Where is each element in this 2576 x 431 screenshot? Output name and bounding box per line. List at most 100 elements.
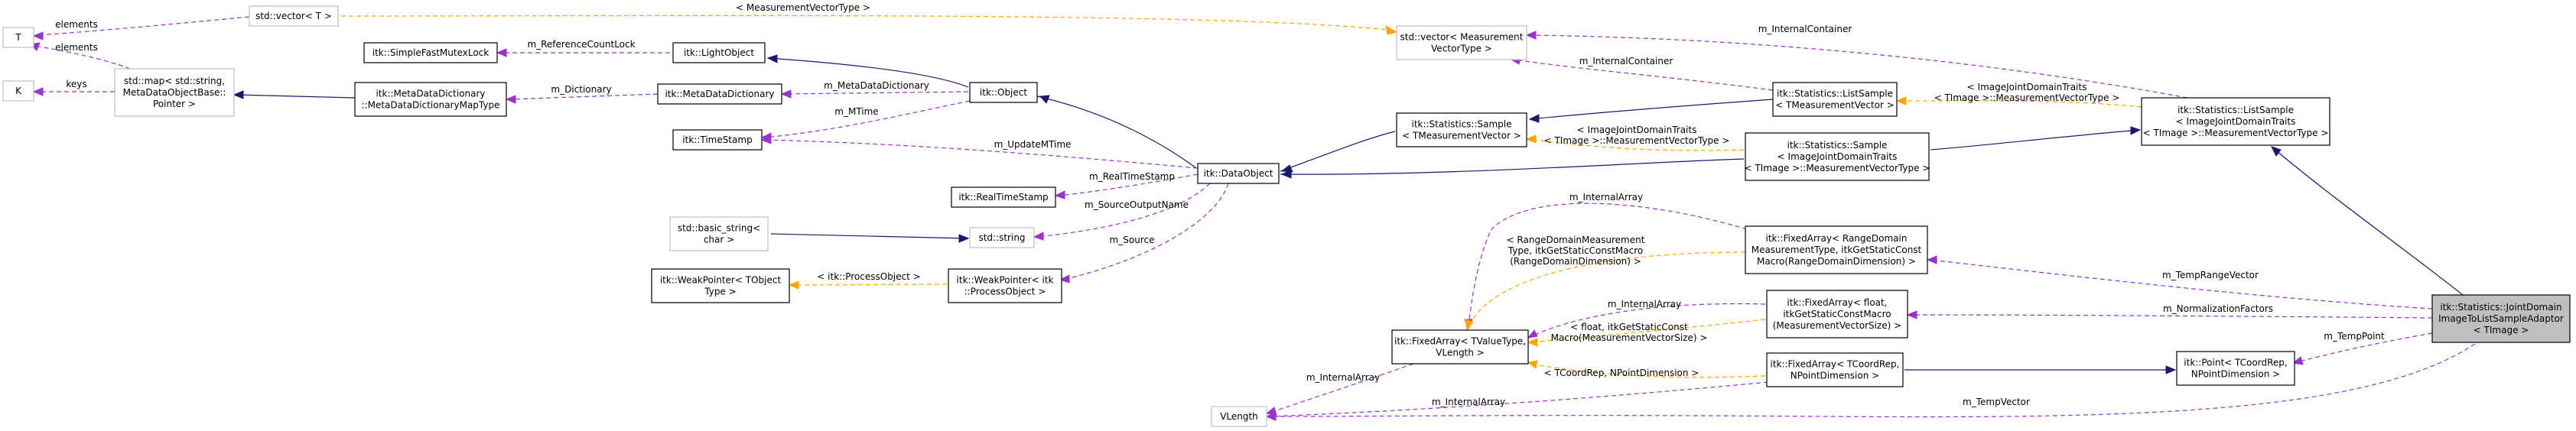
edge-label-line: m_InternalArray [1569,192,1643,203]
node-label: itk::MetaDataDictionary [665,89,774,99]
class-node-light[interactable]: itk::LightObject [672,42,766,63]
edge-label-line: m_NormalizationFactors [2163,303,2273,314]
edge-label: m_InternalArray [1569,192,1643,203]
node-label: < TMeasurementVector > [1775,100,1895,111]
edge-ts-obj: m_MTime [760,100,971,141]
node-label: itkGetStaticConstMacro [1783,309,1891,319]
edge-line [1062,183,1229,280]
class-node-fafloat[interactable]: itk::FixedArray< float,itkGetStaticConst… [1766,290,1908,339]
node-label: itk::Statistics::Sample [1411,119,1511,130]
node-label: (MeasurementVectorSize) > [1773,320,1902,331]
class-node-vlen[interactable]: VLength [1211,406,1267,427]
node-label: < TImage >::MeasurementVectorType > [1745,163,1930,173]
class-node-bstr[interactable]: std::basic_string<char > [669,216,769,251]
class-node-dobj[interactable]: itk::DataObject [1197,163,1280,184]
node-label: itk::Statistics::ListSample [2178,105,2294,115]
node-box [1745,132,1930,181]
edge-line [1036,183,1211,238]
node-box [1396,112,1527,147]
class-node-mdd[interactable]: itk::MetaDataDictionary::MetaDataDiction… [354,82,507,117]
node-label: < TMeasurementVector > [1402,131,1521,141]
class-node-map[interactable]: std::map< std::string,MetaDataObjectBase… [114,68,235,117]
edge-arrowhead [2130,126,2142,135]
node-box [2,80,34,102]
class-node-rts[interactable]: itk::RealTimeStamp [951,186,1056,208]
edge-label: m_UpdateMTime [994,139,1072,150]
class-node-obj[interactable]: itk::Object [969,82,1038,103]
class-node-sampI[interactable]: itk::Statistics::Sample< ImageJointDomai… [1745,132,1930,181]
node-box [2141,97,2330,146]
node-label: < TImage > [2474,325,2529,335]
node-label: K [15,86,22,96]
edge-light-obj [766,54,969,88]
class-node-vecT[interactable]: std::vector< T > [249,5,339,27]
edge-label-line: m_TempPoint [2324,331,2385,342]
edge-arrowhead [1039,95,1050,104]
node-label: itk::WeakPointer< itk [957,275,1054,286]
class-node-sampT[interactable]: itk::Statistics::Sample< TMeasurementVec… [1396,112,1527,147]
class-node-ts[interactable]: itk::TimeStamp [672,129,763,151]
class-node-farange[interactable]: itk::FixedArray< RangeDomainMeasurementT… [1745,225,1928,274]
class-node-vecM[interactable]: std::vector< MeasurementVectorType > [1396,25,1527,60]
node-label: MetaDataObjectBase:: [123,87,226,98]
edge-label-line: < MeasurementVectorType > [736,2,870,13]
node-label: itk::Statistics::JointDomain [2440,302,2561,313]
class-node-fatc[interactable]: itk::FixedArray< TCoordRep,NPointDimensi… [1766,352,1904,387]
class-node-point[interactable]: itk::Point< TCoordRep,NPointDimension > [2176,351,2295,386]
edge-line [1530,303,1766,337]
node-label: itk::FixedArray< TValueType, [1394,336,1526,347]
node-label: itk::MetaDataDictionary [376,89,485,99]
class-node-K[interactable]: K [2,80,34,102]
edge-vecM-lsT: m_InternalContainer [1510,56,1774,91]
edge-mdd-md: m_Dictionary [505,84,659,104]
node-box [1211,406,1267,427]
node-label: NPointDimension > [2191,369,2280,380]
class-node-T[interactable]: T [2,27,34,48]
edge-label-line: < TCoordRep, NPointDimension > [1544,368,1699,378]
edge-vlen-fatc: m_InternalArray [1265,381,1769,421]
class-node-lsI[interactable]: itk::Statistics::ListSample< ImageJointD… [2141,97,2330,146]
edge-line [2271,146,2464,296]
edge-md-obj: m_MetaDataDictionary [780,80,969,99]
edge-label: m_TempRangeVector [2162,270,2259,280]
edge-arrowhead [1059,274,1070,284]
edge-line [792,284,948,286]
edge-line [1468,203,1748,328]
edge-label: elements [55,42,98,53]
node-box [1391,329,1529,365]
edge-map-mdd [233,90,356,99]
edge-arrowhead [766,54,778,63]
edge-arrowhead [1527,360,1538,369]
class-node-fat[interactable]: itk::FixedArray< TValueType,VLength > [1391,329,1529,365]
class-node-adaptor[interactable]: itk::Statistics::JointDomainImageToListS… [2431,294,2571,343]
node-label: itk::WeakPointer< TObject [660,275,782,286]
edge-vecM-lsI: m_InternalContainer [1525,24,2188,99]
edge-label-line: m_TempRangeVector [2162,270,2259,280]
node-box [951,186,1056,208]
edge-arrowhead [1465,319,1474,332]
edge-arrowhead [2271,146,2282,157]
edge-label-line: m_TempVector [1963,397,2030,407]
edge-label: m_Dictionary [551,84,611,95]
edge-vecT-vecM: < MeasurementVectorType > [340,2,1398,35]
edge-line [509,93,659,100]
edge-label-line: m_MetaDataDictionary [824,80,929,91]
class-node-md[interactable]: itk::MetaDataDictionary [657,83,782,105]
class-node-wpp[interactable]: itk::WeakPointer< itk::ProcessObject > [948,268,1062,303]
edge-arrowhead [1906,310,1917,319]
node-box [2176,351,2295,386]
node-box [1766,352,1904,387]
edge-arrowhead [1926,255,1937,264]
node-label: std::vector< Measurement [1400,32,1524,43]
node-box [1745,225,1928,274]
edge-label: keys [66,79,86,89]
class-node-mutex[interactable]: itk::SimpleFastMutexLock [363,42,498,63]
edge-label: m_InternalArray [1432,397,1505,407]
edge-str-dobj: m_SourceOutputName [1033,183,1211,241]
class-node-lsT[interactable]: itk::Statistics::ListSample< TMeasuremen… [1772,82,1898,117]
node-label: ImageToListSampleAdaptor [2438,313,2564,324]
node-label: NPointDimension > [1791,371,1879,381]
class-node-str[interactable]: std::string [969,227,1035,248]
edge-arrowhead [1033,232,1044,241]
